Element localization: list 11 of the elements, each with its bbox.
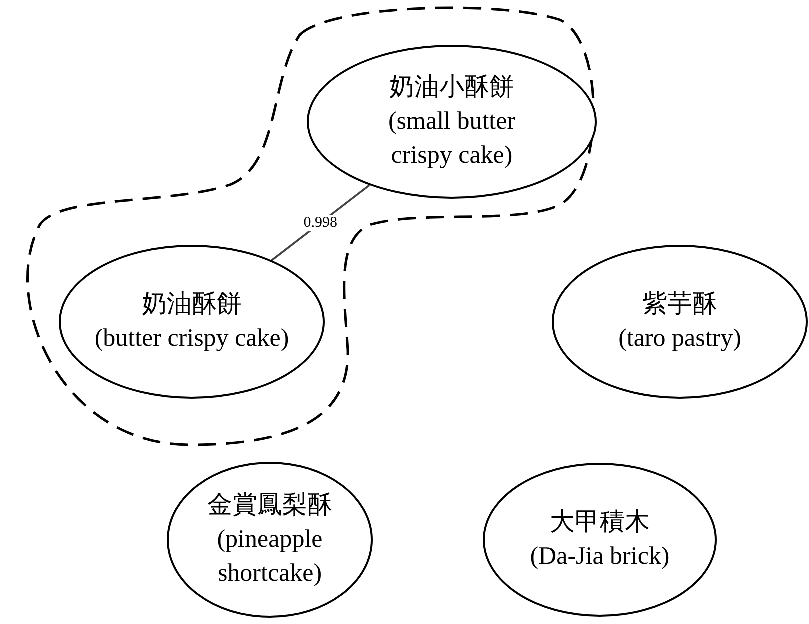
- node-label: 奶油酥餅: [142, 290, 242, 320]
- node-label: (butter crispy cake): [94, 324, 290, 354]
- node-label: 奶油小酥餅: [390, 73, 514, 103]
- node-label: (small butter crispy cake): [387, 107, 517, 171]
- node-label: 紫芋酥: [642, 290, 718, 320]
- node-label: (taro pastry): [618, 324, 742, 354]
- node-label: 大甲積木: [550, 508, 650, 538]
- node-label: (pineapple shortcake): [216, 525, 324, 589]
- edge-label: 0.998: [302, 214, 339, 231]
- node-label: 金賞鳳梨酥: [208, 491, 332, 521]
- node-label: (Da-Jia brick): [530, 542, 670, 572]
